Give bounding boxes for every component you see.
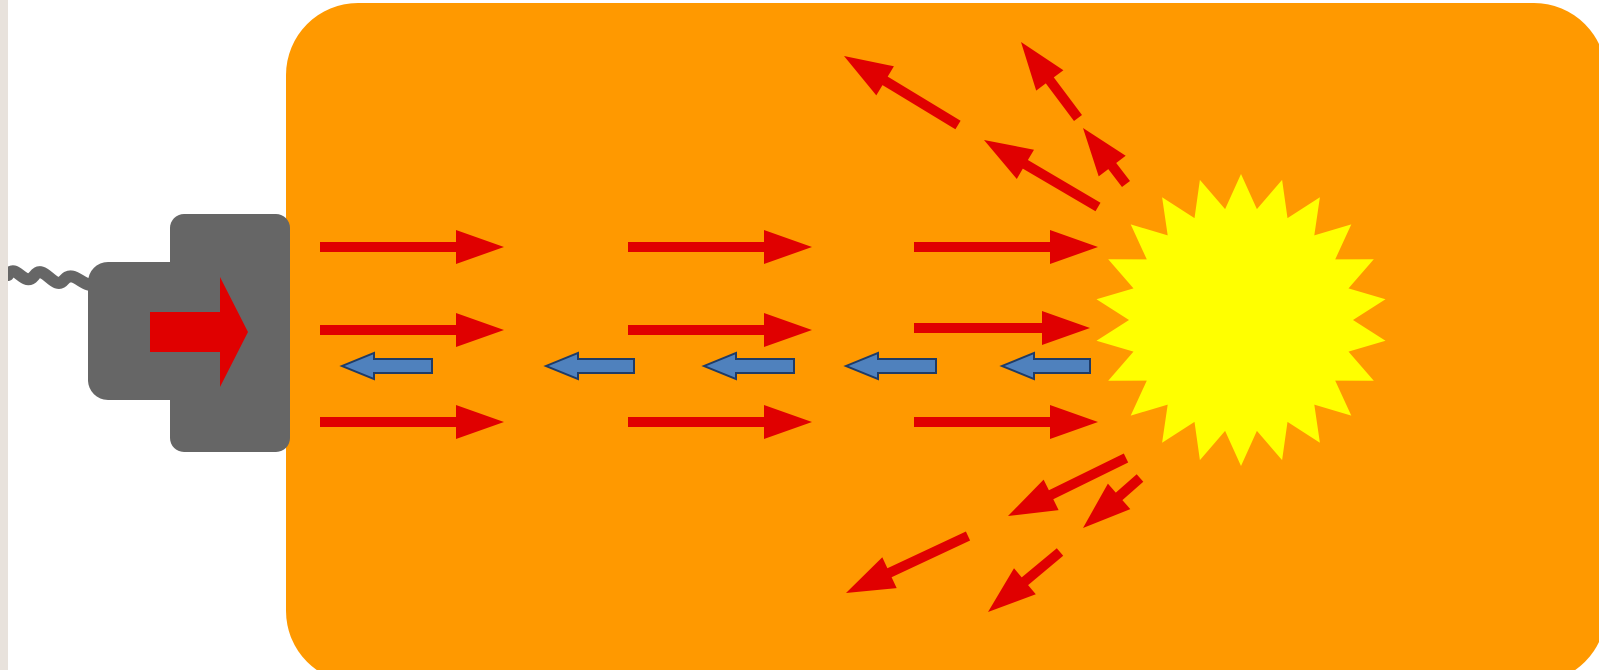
emitted-arrow xyxy=(914,405,1098,439)
torch-icon xyxy=(8,214,290,452)
emitted-arrow xyxy=(914,311,1090,345)
scattered-arrow-down xyxy=(1008,453,1129,516)
reflected-arrow xyxy=(543,351,635,381)
emitted-arrow xyxy=(628,405,812,439)
reflected-arrow xyxy=(999,351,1091,381)
reflected-arrow xyxy=(701,351,795,381)
diagram-svg xyxy=(8,3,1599,670)
scattered-arrows xyxy=(844,42,1144,612)
emitter-arrow xyxy=(150,277,248,387)
reflected-arrow xyxy=(843,351,937,381)
emitted-arrow xyxy=(320,405,504,439)
scattered-arrow-up xyxy=(844,56,961,130)
emitted-arrow xyxy=(320,230,504,264)
diagram-canvas xyxy=(8,0,1599,670)
emitted-arrows xyxy=(320,230,1098,439)
emitted-arrow xyxy=(914,230,1098,264)
medium-region xyxy=(286,3,1599,670)
sun-icon xyxy=(1096,174,1386,466)
emitted-arrow xyxy=(628,230,812,264)
reflected-arrows xyxy=(339,351,1091,381)
scattered-arrow-down xyxy=(1083,474,1144,528)
emitter-cable xyxy=(8,265,102,291)
emitted-arrow xyxy=(628,313,812,347)
emitted-arrow xyxy=(320,313,504,347)
scattered-arrow-down xyxy=(846,531,971,593)
scattered-arrow-up xyxy=(1083,128,1130,187)
scattered-arrow-down xyxy=(988,548,1064,612)
reflected-arrow xyxy=(339,351,433,381)
scattered-arrow-up xyxy=(1021,42,1082,121)
scattered-arrow-up xyxy=(984,140,1101,212)
